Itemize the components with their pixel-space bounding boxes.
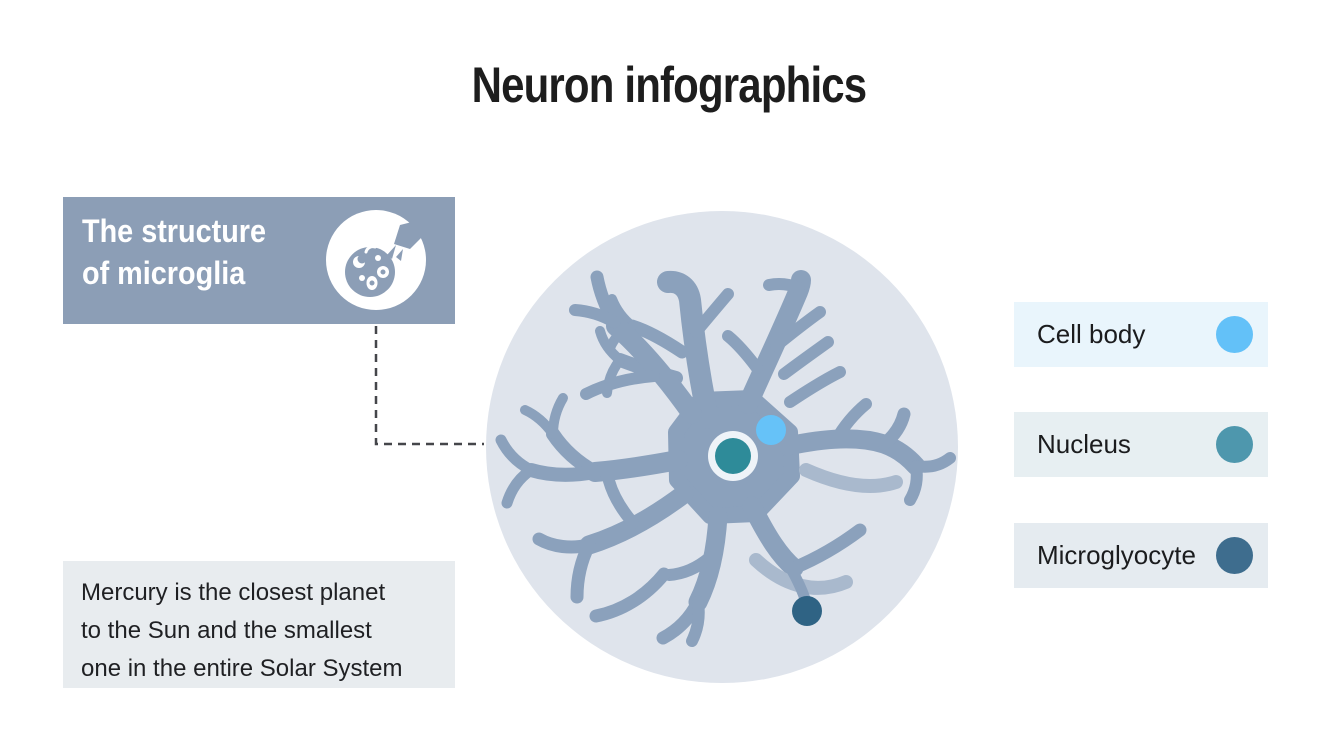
dendrite — [787, 523, 867, 575]
legend-color-dot — [1216, 537, 1253, 574]
dendrite — [501, 464, 537, 509]
icon-vacuole-arc — [364, 245, 377, 254]
dendrite — [579, 484, 694, 555]
dendrite — [738, 270, 811, 414]
dendrite — [595, 326, 625, 365]
dendrite — [722, 330, 763, 374]
dendrite — [546, 427, 602, 479]
dendrite — [580, 370, 660, 400]
dendrite — [657, 270, 719, 429]
legend-color-dot — [1216, 316, 1253, 353]
microglia-cell — [495, 270, 956, 647]
dendrite — [520, 405, 558, 439]
legend-label: Nucleus — [1037, 429, 1131, 459]
page-title: Neuron infographics — [471, 57, 868, 113]
dendrite — [663, 552, 715, 581]
dendrite — [607, 294, 637, 331]
dendrite — [904, 460, 923, 506]
dendrite — [778, 429, 926, 476]
icon-vacuole-mask — [380, 269, 386, 275]
dendrite — [570, 538, 596, 604]
dendrite — [495, 434, 537, 476]
diagram-circle-bg — [486, 211, 958, 683]
legend-item-cell-body: Cell body — [1014, 302, 1268, 367]
dendrite — [602, 355, 625, 398]
legend-label: Cell body — [1037, 319, 1146, 349]
dendrite — [603, 475, 639, 529]
cell-soma — [668, 390, 800, 524]
legend-item-nucleus: Nucleus — [1014, 412, 1268, 477]
cell-body-marker-dot — [756, 415, 786, 445]
legend-label: Microglyocyte — [1037, 540, 1196, 570]
icon-probe-crystal — [394, 221, 423, 249]
icon-vacuole-mask — [369, 280, 375, 286]
dendrite — [763, 278, 805, 294]
icon-probe-neck-2 — [396, 249, 403, 261]
microglyocyte-marker-dot — [792, 596, 822, 626]
dendrite — [585, 450, 688, 482]
dendrite — [690, 288, 734, 338]
icon-vacuole — [375, 255, 381, 261]
icon-vacuole-mask — [357, 254, 367, 264]
section-header-card: The structure of microglia — [63, 197, 455, 324]
dendrite — [877, 407, 911, 451]
dendrite — [910, 452, 956, 473]
microglia-icon — [326, 210, 426, 310]
dendrite — [569, 304, 620, 328]
page-title-row: Neuron infographics — [0, 56, 1338, 114]
legend-color-dot — [1216, 426, 1253, 463]
dendrite — [688, 506, 728, 612]
dendrite — [686, 596, 705, 647]
icon-vacuole — [359, 275, 365, 281]
dendrite — [770, 306, 826, 352]
dendrite — [830, 398, 872, 446]
dendrite-light — [749, 553, 853, 595]
dendrite — [778, 336, 834, 380]
dendrite-light — [799, 463, 903, 493]
dendrite — [590, 270, 621, 329]
dendrite — [548, 393, 568, 439]
nucleus-marker-dot — [715, 438, 751, 474]
dendrite — [656, 595, 705, 645]
dendrite — [742, 496, 804, 578]
dendrite — [784, 366, 846, 408]
dendrite — [625, 319, 689, 359]
connector-line — [374, 326, 484, 446]
legend-item-microglyocyte: Microglyocyte — [1014, 523, 1268, 588]
dendrite — [606, 316, 702, 424]
dendrite — [532, 532, 596, 554]
section-heading: The structure of microglia — [82, 213, 267, 291]
dendrite — [524, 463, 602, 482]
dendrite — [605, 321, 637, 353]
nucleus-ring — [708, 431, 758, 481]
icon-probe-neck — [387, 245, 396, 259]
description-box: Mercury is the closest planet to the Sun… — [63, 561, 455, 688]
dendrite — [613, 353, 683, 385]
dendrite — [589, 567, 671, 623]
dendrite — [783, 559, 812, 608]
legend: Cell body Nucleus Microglyocyte — [1014, 302, 1268, 588]
description-text: Mercury is the closest planet to the Sun… — [81, 579, 403, 682]
